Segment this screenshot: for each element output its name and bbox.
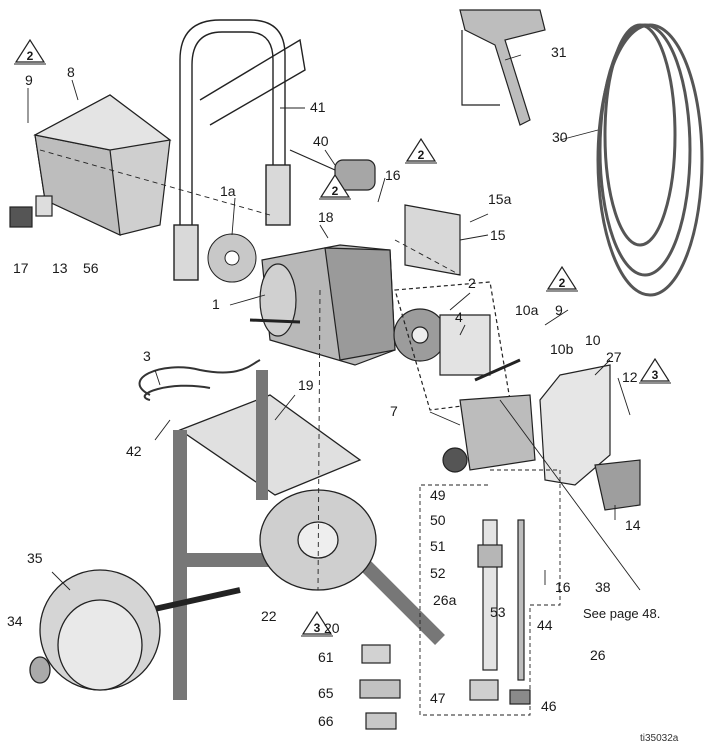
warning-symbol: 2 [319, 173, 351, 200]
hose-part [596, 23, 704, 297]
callout-8: 8 [67, 64, 75, 80]
fittings-part [359, 644, 401, 730]
callout-49: 49 [430, 487, 446, 503]
warning-symbol: 3 [639, 357, 671, 384]
power-cord-part [138, 359, 261, 401]
callout-labels: 9 8 41 1a 1 40 16 18 15a 15 2 4 10a 9 10… [7, 44, 641, 729]
svg-text:3: 3 [652, 368, 659, 382]
motor-part [249, 244, 396, 366]
warning-symbol: 3 [301, 610, 333, 637]
callout-50: 50 [430, 512, 446, 528]
callout-16-lower: 16 [555, 579, 571, 595]
callout-52: 52 [430, 565, 446, 581]
handle-part [173, 19, 306, 281]
callout-9: 9 [25, 72, 33, 88]
warning-symbol: 2 [546, 265, 578, 292]
svg-text:2: 2 [27, 49, 34, 63]
figure-id: ti35032a [640, 733, 679, 744]
fan-part [207, 233, 257, 283]
callout-22: 22 [261, 608, 277, 624]
callout-4: 4 [455, 309, 463, 325]
callout-65: 65 [318, 685, 334, 701]
callout-3: 3 [143, 348, 151, 364]
callout-47: 47 [430, 690, 446, 706]
callout-17: 17 [13, 260, 29, 276]
control-board-part [404, 204, 461, 276]
callout-26a: 26a [433, 592, 457, 608]
callout-61: 61 [318, 649, 334, 665]
callout-10b: 10b [550, 341, 574, 357]
switch-part [9, 195, 53, 228]
pump-part [442, 358, 536, 473]
callout-19: 19 [298, 377, 314, 393]
callout-30: 30 [552, 129, 568, 145]
callout-31: 31 [551, 44, 567, 60]
callout-34: 34 [7, 613, 23, 629]
suction-tube-part [469, 519, 531, 705]
callout-13: 13 [52, 260, 68, 276]
warning-symbol: 2 [405, 137, 437, 164]
callout-56: 56 [83, 260, 99, 276]
callout-26: 26 [590, 647, 606, 663]
svg-text:2: 2 [332, 184, 339, 198]
svg-text:2: 2 [418, 148, 425, 162]
svg-text:3: 3 [314, 621, 321, 635]
callout-10a: 10a [515, 302, 539, 318]
callout-1a: 1a [220, 183, 236, 199]
callout-15a: 15a [488, 191, 512, 207]
callout-42: 42 [126, 443, 142, 459]
reference-note: See page 48. [583, 606, 660, 621]
shroud-part [33, 94, 172, 236]
callout-44: 44 [537, 617, 553, 633]
pump-cover-part [539, 364, 641, 511]
callout-46: 46 [541, 698, 557, 714]
callout-9-right: 9 [555, 302, 563, 318]
callout-18: 18 [318, 209, 334, 225]
callout-1: 1 [212, 296, 220, 312]
cart-frame-part [149, 370, 445, 700]
leader-lines [27, 54, 641, 716]
callout-38: 38 [595, 579, 611, 595]
rear-wheel-part [259, 489, 377, 591]
svg-text:2: 2 [559, 276, 566, 290]
front-wheel-part [29, 569, 161, 691]
warning-symbol: 2 [14, 38, 46, 65]
spray-gun-part [459, 9, 546, 126]
callout-15: 15 [490, 227, 506, 243]
callout-12: 12 [622, 369, 638, 385]
drive-housing-part [393, 281, 511, 411]
callout-27: 27 [606, 349, 622, 365]
callout-41: 41 [310, 99, 326, 115]
callout-7: 7 [390, 403, 398, 419]
callout-14: 14 [625, 517, 641, 533]
callout-20: 20 [324, 620, 340, 636]
callout-66: 66 [318, 713, 334, 729]
callout-2: 2 [468, 275, 476, 291]
callout-51: 51 [430, 538, 446, 554]
callout-16: 16 [385, 167, 401, 183]
callout-10: 10 [585, 332, 601, 348]
callout-40: 40 [313, 133, 329, 149]
callout-35: 35 [27, 550, 43, 566]
callout-53: 53 [490, 604, 506, 620]
